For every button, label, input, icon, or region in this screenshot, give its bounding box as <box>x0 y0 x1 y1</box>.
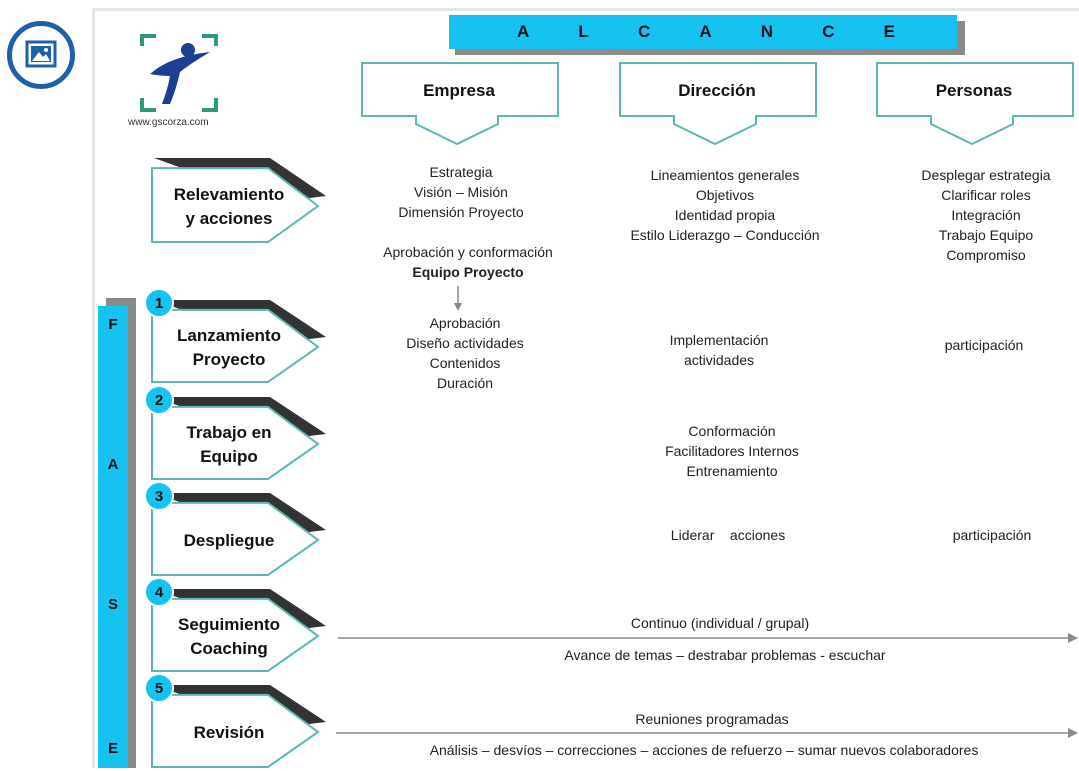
phase-label-line: Lanzamiento <box>177 325 281 345</box>
timeline-arrow-icon <box>338 633 1078 643</box>
trabajo-direccion: Conformación Facilitadores Internos Entr… <box>619 421 845 481</box>
title-letter: N <box>760 22 774 41</box>
phase-arrow-shape <box>151 589 326 672</box>
phase-label: Revisión <box>154 721 304 745</box>
seguimiento-top: Continuo (individual / grupal) <box>630 615 810 631</box>
text-line: Integración <box>951 207 1021 223</box>
logo <box>140 34 220 112</box>
text-line: Identidad propia <box>674 207 776 223</box>
text-line: Clarificar roles <box>941 187 1031 203</box>
phase-label-line: Despliegue <box>183 530 275 550</box>
phase-arrow-shape <box>151 397 326 480</box>
text-line: Objetivos <box>695 187 755 203</box>
text-line: Desplegar estrategia <box>921 167 1051 183</box>
down-arrow-icon <box>361 62 559 146</box>
fases-letter: A <box>107 456 119 473</box>
down-small-arrow-icon <box>454 286 462 311</box>
logo-url[interactable]: www.gscorza.com <box>128 117 209 128</box>
title-letter: C <box>822 22 835 41</box>
text-line: Aprobación y conformación <box>383 244 553 260</box>
fases-letter: F <box>108 316 118 333</box>
relevamiento-empresa: Estrategia Visión – Misión Dimensión Pro… <box>361 162 561 222</box>
logo-figure-icon <box>140 34 218 112</box>
phase-label-line: Coaching <box>190 638 268 658</box>
text-line: Aprobación <box>429 315 501 331</box>
relevamiento-direccion: Lineamientos generales Objetivos Identid… <box>600 165 850 245</box>
text-line: Diseño actividades <box>406 335 524 351</box>
revision-bottom: Análisis – desvíos – correcciones – acci… <box>429 742 979 758</box>
down-arrow-icon <box>876 62 1074 146</box>
phase-arrow-shape <box>151 300 326 383</box>
phase-label-line: Revisión <box>193 722 265 742</box>
phase-number-badge: 5 <box>144 673 174 703</box>
down-arrow-icon <box>619 62 817 146</box>
text-line: Compromiso <box>946 247 1026 263</box>
phase-label: Relevamiento y acciones <box>154 183 304 231</box>
title-letter: A <box>517 22 530 41</box>
fases-letter: E <box>107 740 118 757</box>
phase-number-badge: 2 <box>144 385 174 415</box>
phase-label-line: Equipo <box>200 446 258 466</box>
revision-top: Reuniones programadas <box>635 711 789 727</box>
title-letter: L <box>578 22 589 41</box>
lanzamiento-empresa: Aprobación Diseño actividades Contenidos… <box>365 313 565 393</box>
text-line: Estrategia <box>429 164 493 180</box>
text-line: Contenidos <box>429 355 501 371</box>
aprobacion-conformacion: Aprobación y conformación Equipo Proyect… <box>356 242 580 282</box>
text-line-bold: Equipo Proyecto <box>412 264 524 280</box>
text-line: Implementación <box>669 332 769 348</box>
image-icon[interactable] <box>7 21 75 89</box>
text-line: Duración <box>436 375 494 391</box>
title-letter: A <box>699 22 712 41</box>
phase-label: Despliegue <box>154 529 304 553</box>
text-line: Trabajo Equipo <box>938 227 1034 243</box>
text-line: Dimensión Proyecto <box>398 204 524 220</box>
phase-label-line: Seguimiento <box>177 614 280 634</box>
title-letter: C <box>637 22 651 41</box>
despliegue-direccion: Liderar acciones <box>670 527 786 543</box>
text-line: Conformación <box>688 423 776 439</box>
phase-label-line: Trabajo en <box>186 422 272 442</box>
text-line: Facilitadores Internos <box>665 443 799 459</box>
text-line: Entrenamiento <box>686 463 778 479</box>
phase-arrow-shape <box>151 685 326 768</box>
title-letter: E <box>883 22 895 41</box>
lanzamiento-personas: participación <box>944 337 1024 353</box>
text-line: Lineamientos generales <box>650 167 800 183</box>
column-header: Personas <box>935 81 1013 100</box>
despliegue-personas: participación <box>952 527 1032 543</box>
fases-letter: S <box>107 596 118 613</box>
diagram-frame <box>92 8 1079 768</box>
phase-arrow-shape <box>151 493 326 576</box>
phase-number-badge: 1 <box>144 288 174 318</box>
fases-bar: F A S E <box>98 306 128 768</box>
lanzamiento-direccion: Implementación actividades <box>619 330 819 370</box>
text-line: Estilo Liderazgo – Conducción <box>630 227 820 243</box>
phase-number-badge: 4 <box>144 577 174 607</box>
text-line: Visión – Misión <box>414 184 508 200</box>
timeline-arrow-icon <box>336 728 1078 738</box>
phase-label-line: Proyecto <box>192 349 266 369</box>
phase-label: Trabajo en Equipo <box>154 421 304 469</box>
phase-label-line: y acciones <box>185 209 273 229</box>
column-header: Dirección <box>678 81 756 100</box>
seguimiento-bottom: Avance de temas – destrabar problemas - … <box>564 647 886 663</box>
phase-arrow-shape <box>151 158 326 243</box>
text-line: actividades <box>683 352 755 368</box>
relevamiento-personas: Desplegar estrategia Clarificar roles In… <box>886 165 1079 265</box>
column-header: Empresa <box>423 81 495 100</box>
phase-label-line: Relevamiento <box>173 185 285 205</box>
phase-number-badge: 3 <box>144 481 174 511</box>
